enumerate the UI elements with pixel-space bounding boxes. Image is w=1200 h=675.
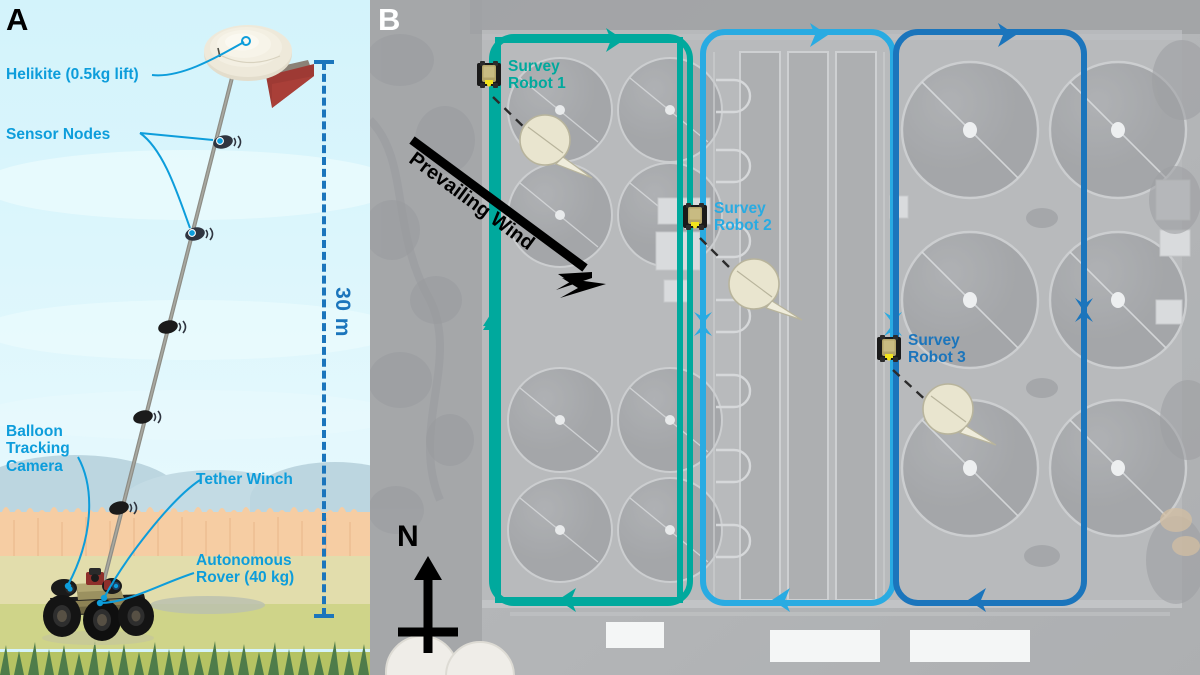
balloon-icon xyxy=(922,383,997,446)
ground-shadow-patch xyxy=(150,596,265,614)
survey-robot-2-icon[interactable] xyxy=(682,202,708,232)
panel-a: Helikite (0.5kg lift) Sensor Nodes Ballo… xyxy=(0,0,370,675)
label-tether-winch: Tether Winch xyxy=(196,471,293,488)
dimension-cap-bottom xyxy=(314,614,334,618)
sensor-node-icon xyxy=(133,410,162,424)
sensor-node-icon xyxy=(109,501,138,515)
helikite-icon xyxy=(204,25,314,108)
leader-lines xyxy=(64,41,245,607)
sensor-node-icon xyxy=(158,320,187,334)
label-autonomous-rover: Autonomous Rover (40 kg) xyxy=(196,552,295,587)
label-sensor-nodes: Sensor Nodes xyxy=(6,126,111,143)
survey-robot-3-label: Survey Robot 3 xyxy=(908,332,966,367)
prevailing-wind-arrow xyxy=(409,136,606,298)
foreground-grass xyxy=(0,641,370,675)
sensor-nodes-group xyxy=(109,135,242,515)
panel-letter-b: B xyxy=(378,2,401,37)
cloud-band xyxy=(0,390,370,440)
survey-robot-1-label: Survey Robot 1 xyxy=(508,58,566,93)
survey-routes-overlay xyxy=(409,23,1093,612)
sensor-node-icon xyxy=(185,227,214,241)
sensor-node-icon xyxy=(213,135,242,149)
survey-robot-2-label: Survey Robot 2 xyxy=(714,200,772,235)
survey-robot-3-icon[interactable] xyxy=(876,334,902,364)
balloon-icon xyxy=(519,114,593,179)
cloud-band xyxy=(0,150,370,220)
label-helikite: Helikite (0.5kg lift) xyxy=(6,66,139,83)
compass-north-icon xyxy=(398,556,458,653)
dimension-label: 30 m xyxy=(331,287,354,337)
height-dimension-line xyxy=(322,62,326,616)
label-balloon-tracking-camera: Balloon Tracking Camera xyxy=(6,423,70,475)
balloon-icon xyxy=(728,258,803,321)
compass-north-letter: N xyxy=(397,520,419,553)
dimension-cap-top xyxy=(314,60,334,64)
route-1-path[interactable] xyxy=(483,28,693,612)
survey-robot-1-icon[interactable] xyxy=(476,60,502,90)
route-3-path[interactable] xyxy=(893,23,1093,612)
panel-b: Survey Robot 1 Survey Robot 2 Survey Rob… xyxy=(370,0,1200,675)
panel-letter-a: A xyxy=(6,2,29,37)
